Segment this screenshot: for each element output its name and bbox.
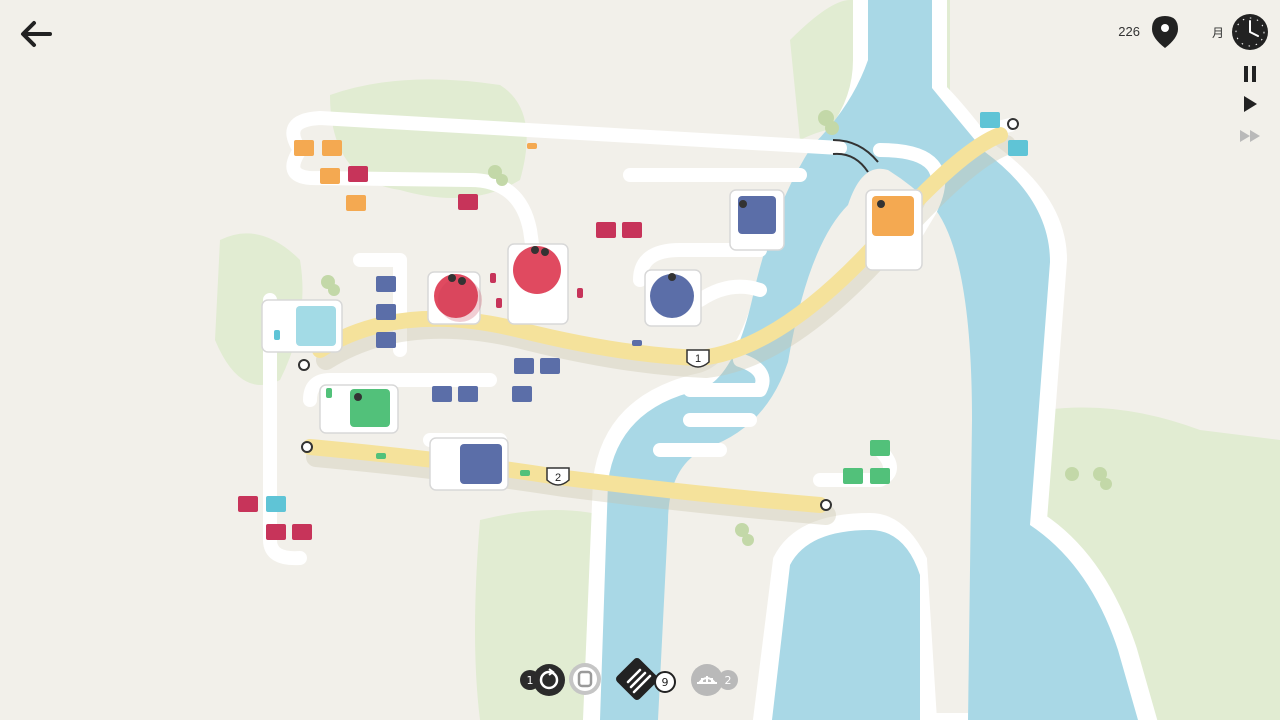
tool-bar: 1 9 2	[510, 650, 750, 710]
bridge-icon	[691, 664, 723, 696]
traffic-light-icon	[569, 663, 601, 695]
score-counter: 226	[1118, 24, 1140, 39]
red-destination-1	[434, 274, 478, 318]
fast-forward-button[interactable]	[1238, 124, 1262, 148]
cyan-destination	[296, 306, 336, 346]
month-label: 月	[1211, 26, 1224, 40]
road-tiles-count: 9	[654, 671, 676, 693]
pause-button[interactable]	[1238, 62, 1262, 86]
fast-forward-icon	[1240, 130, 1260, 142]
blue-destination-1	[650, 274, 694, 318]
red-destination-2	[513, 246, 561, 294]
roundabout-icon	[533, 664, 565, 696]
blue-destination-3	[460, 444, 502, 484]
bridge	[832, 139, 879, 173]
houses	[238, 112, 1028, 540]
route-shield-1: 1	[686, 349, 710, 368]
road-tiles-icon	[616, 658, 658, 700]
bridge-tool[interactable]: 2	[688, 660, 748, 700]
road-tiles-tool[interactable]: 9	[610, 650, 682, 710]
play-icon	[1244, 96, 1257, 112]
bridge-count: 2	[718, 670, 738, 690]
destination-pins	[354, 200, 885, 401]
arrow-left-icon	[21, 21, 52, 47]
roundabout-tool[interactable]: 1	[514, 660, 568, 700]
trees	[321, 110, 1112, 546]
destinations	[261, 189, 923, 491]
pause-icon	[1244, 66, 1256, 82]
play-button[interactable]	[1238, 92, 1262, 116]
route-2-label: 2	[555, 472, 561, 484]
back-button[interactable]	[14, 14, 58, 54]
location-pin-icon	[1148, 12, 1182, 52]
route-1-label: 1	[695, 353, 701, 365]
traffic-light-tool[interactable]	[568, 662, 602, 696]
cars	[274, 143, 642, 476]
route-shield-2: 2	[546, 467, 570, 486]
highway-endpoints	[298, 118, 1019, 511]
clock-icon[interactable]	[1230, 12, 1270, 52]
blue-destination-2	[738, 196, 776, 234]
